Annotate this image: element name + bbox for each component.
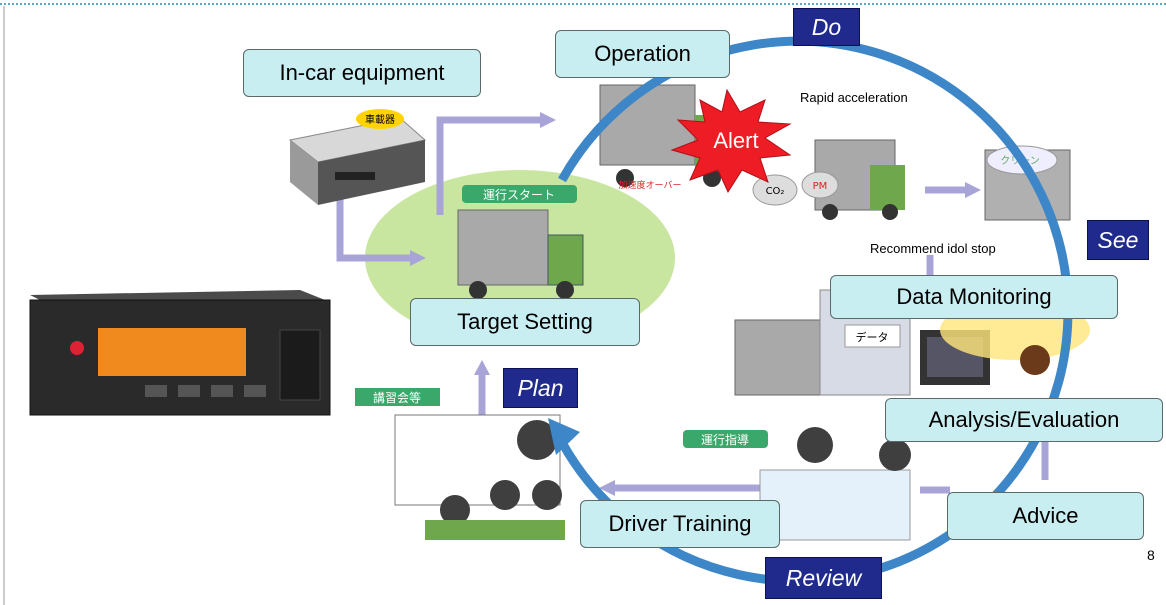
in-car-equipment-box: In-car equipment xyxy=(243,49,481,97)
guidance-tag-bg xyxy=(683,430,768,448)
in-car-device-small-illustration xyxy=(288,109,427,205)
co2-label: CO₂ xyxy=(766,186,785,197)
operation-start-tag-bg xyxy=(462,185,577,203)
training-illustration xyxy=(394,414,565,540)
analysis-evaluation-box: Analysis/Evaluation xyxy=(885,398,1163,442)
guidance-tag: 運行指導 xyxy=(701,432,749,447)
in-car-device-large-illustration xyxy=(29,290,331,416)
page-number: 8 xyxy=(1147,547,1155,563)
operation-start-tag: 運行スタート xyxy=(483,188,555,202)
recommend-idol-stop-note: Recommend idol stop xyxy=(870,241,996,256)
operation-box: Operation xyxy=(555,30,730,78)
data-sheet-bg xyxy=(844,324,901,348)
data-sheet-label: データ xyxy=(856,330,889,344)
flow-arrowheads xyxy=(410,112,981,496)
meeting-illustration xyxy=(759,427,911,541)
phase-plan-label: Plan xyxy=(503,368,578,408)
target-setting-box: Target Setting xyxy=(410,298,640,346)
phase-see-label: See xyxy=(1087,220,1149,260)
pm-label: PM xyxy=(813,181,828,192)
speed-over-label: 加速度オーバー xyxy=(619,179,682,191)
rapid-acceleration-note: Rapid acceleration xyxy=(800,90,908,105)
data-monitoring-box: Data Monitoring xyxy=(830,275,1118,319)
seminar-tag-bg xyxy=(355,388,440,406)
flow-arrows xyxy=(336,116,1049,494)
alert-burst: Alert xyxy=(670,88,792,194)
driver-training-box: Driver Training xyxy=(580,500,780,548)
phase-do-label: Do xyxy=(793,8,860,46)
alert-label: Alert xyxy=(713,128,758,153)
pdca-cycle-arrowhead xyxy=(548,418,580,455)
phase-review-label: Review xyxy=(765,557,882,599)
seminar-tag: 講習会等 xyxy=(373,390,421,405)
emission-truck-illustration xyxy=(752,139,905,220)
advice-box: Advice xyxy=(947,492,1144,540)
device-tag: 車載器 xyxy=(365,113,395,126)
start-truck-illustration xyxy=(457,209,584,299)
